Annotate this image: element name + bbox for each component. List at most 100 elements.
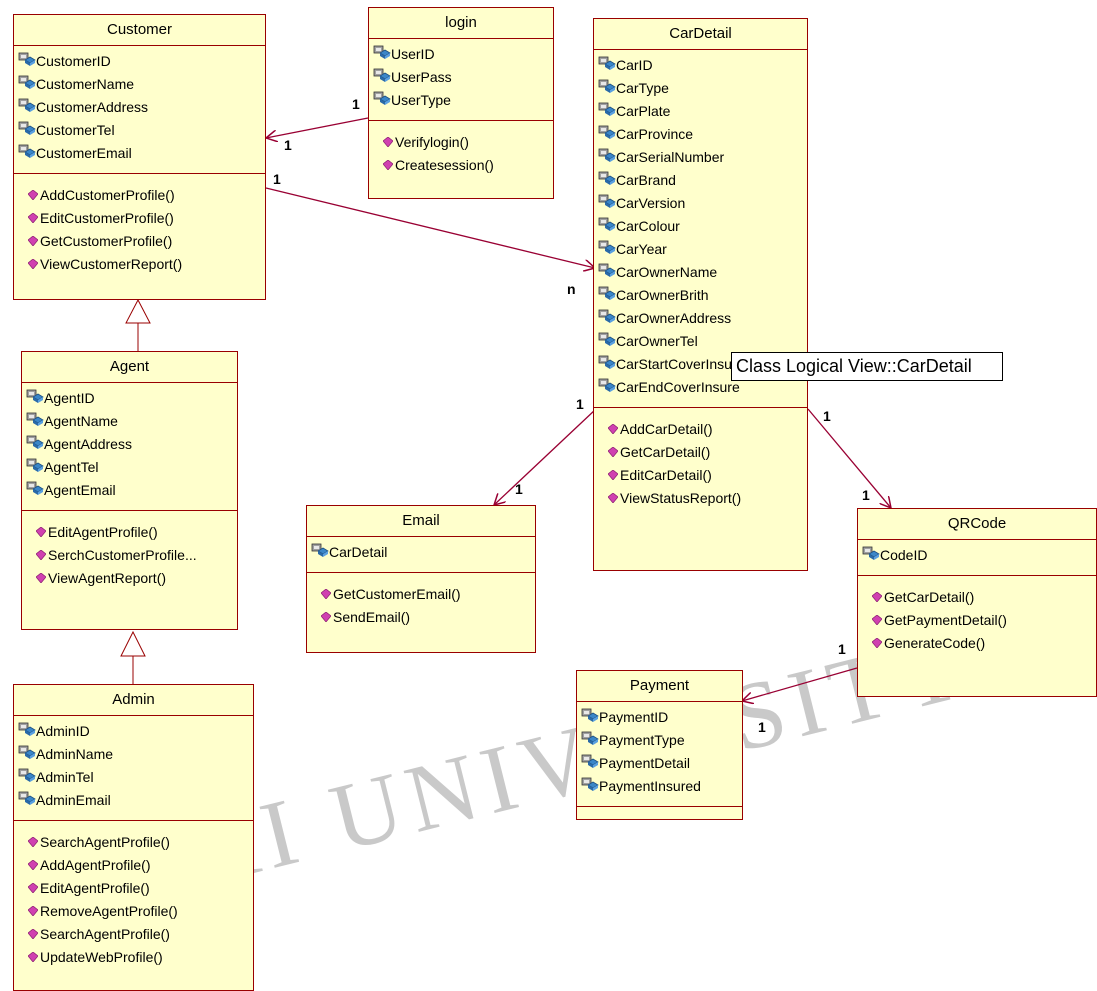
attribute-row[interactable]: CodeID xyxy=(862,544,1096,567)
operation-row[interactable]: Createsession() xyxy=(383,154,553,177)
attribute-row[interactable]: AgentID xyxy=(26,387,237,410)
operation-row[interactable]: UpdateWebProfile() xyxy=(28,946,253,969)
attribute-row[interactable]: CarOwnerName xyxy=(598,261,807,284)
operation-row[interactable]: SearchAgentProfile() xyxy=(28,923,253,946)
operation-row[interactable]: EditCustomerProfile() xyxy=(28,207,265,230)
attribute-row[interactable]: CarPlate xyxy=(598,100,807,123)
operation-row[interactable]: ViewAgentReport() xyxy=(36,567,237,590)
attribute-row[interactable]: CarOwnerBrith xyxy=(598,284,807,307)
association-customer-cardetail[interactable] xyxy=(265,187,595,268)
attribute-row[interactable]: CarDetail xyxy=(311,541,535,564)
attribute-row[interactable]: AgentAddress xyxy=(26,433,237,456)
operation-label: ViewCustomerReport() xyxy=(40,256,183,272)
attribute-row[interactable]: UserID xyxy=(373,43,553,66)
operation-row[interactable]: EditCarDetail() xyxy=(608,464,807,487)
attribute-row[interactable]: PaymentDetail xyxy=(581,752,742,775)
class-name: QRCode xyxy=(858,509,1096,540)
attribute-label: CarOwnerName xyxy=(616,264,718,280)
operation-row[interactable]: RemoveAgentProfile() xyxy=(28,900,253,923)
operation-label: GetPaymentDetail() xyxy=(884,612,1007,628)
attribute-row[interactable]: CarSerialNumber xyxy=(598,146,807,169)
operation-row[interactable]: AddCarDetail() xyxy=(608,418,807,441)
operation-row[interactable]: GetCarDetail() xyxy=(608,441,807,464)
operation-row[interactable]: ViewStatusReport() xyxy=(608,487,807,510)
attribute-icon xyxy=(598,169,616,192)
attribute-row[interactable]: UserPass xyxy=(373,66,553,89)
operation-row[interactable]: GetCarDetail() xyxy=(872,586,1096,609)
attribute-icon xyxy=(26,479,44,502)
class-name: Email xyxy=(307,506,535,537)
attribute-row[interactable]: AdminEmail xyxy=(18,789,253,812)
attribute-row[interactable]: AdminName xyxy=(18,743,253,766)
attribute-row[interactable]: CustomerAddress xyxy=(18,96,265,119)
attribute-row[interactable]: PaymentID xyxy=(581,706,742,729)
operation-icon xyxy=(28,831,40,854)
operation-row[interactable]: EditAgentProfile() xyxy=(36,521,237,544)
operation-row[interactable]: ViewCustomerReport() xyxy=(28,253,265,276)
attribute-row[interactable]: AgentName xyxy=(26,410,237,433)
attribute-label: CarColour xyxy=(616,218,680,234)
attribute-row[interactable]: AdminTel xyxy=(18,766,253,789)
attribute-row[interactable]: UserType xyxy=(373,89,553,112)
attribute-row[interactable]: CarID xyxy=(598,54,807,77)
operation-row[interactable]: GetPaymentDetail() xyxy=(872,609,1096,632)
operation-row[interactable]: GetCustomerProfile() xyxy=(28,230,265,253)
attribute-row[interactable]: CarOwnerAddress xyxy=(598,307,807,330)
operation-compartment: SearchAgentProfile()AddAgentProfile()Edi… xyxy=(14,821,253,977)
association-login-customer[interactable] xyxy=(266,117,369,138)
operation-row[interactable]: Verifylogin() xyxy=(383,131,553,154)
attribute-row[interactable]: CarEndCoverInsure xyxy=(598,376,807,399)
attribute-row[interactable]: CarType xyxy=(598,77,807,100)
operation-row[interactable]: AddAgentProfile() xyxy=(28,854,253,877)
attribute-row[interactable]: CustomerEmail xyxy=(18,142,265,165)
multiplicity-label: 1 xyxy=(862,487,870,503)
attribute-row[interactable]: CarProvince xyxy=(598,123,807,146)
attribute-row[interactable]: AgentTel xyxy=(26,456,237,479)
operation-row[interactable]: AddCustomerProfile() xyxy=(28,184,265,207)
attribute-row[interactable]: CarStartCoverInsure xyxy=(598,353,807,376)
attribute-label: CarID xyxy=(616,57,653,73)
operation-row[interactable]: GenerateCode() xyxy=(872,632,1096,655)
attribute-row[interactable]: CarBrand xyxy=(598,169,807,192)
operation-label: AddCustomerProfile() xyxy=(40,187,175,203)
attribute-label: CarProvince xyxy=(616,126,694,142)
attribute-icon xyxy=(598,238,616,261)
association-cardetail-qrcode[interactable] xyxy=(807,408,891,508)
attribute-row[interactable]: AdminID xyxy=(18,720,253,743)
operation-row[interactable]: SearchAgentProfile() xyxy=(28,831,253,854)
attribute-row[interactable]: AgentEmail xyxy=(26,479,237,502)
operation-icon xyxy=(28,900,40,923)
association-cardetail-email[interactable] xyxy=(494,408,597,505)
operation-row[interactable]: SendEmail() xyxy=(321,606,535,629)
attribute-row[interactable]: CarOwnerTel xyxy=(598,330,807,353)
operation-label: SendEmail() xyxy=(333,609,411,625)
attribute-row[interactable]: CustomerID xyxy=(18,50,265,73)
attribute-icon xyxy=(598,123,616,146)
attribute-row[interactable]: CustomerTel xyxy=(18,119,265,142)
attribute-icon xyxy=(598,284,616,307)
attribute-row[interactable]: CarColour xyxy=(598,215,807,238)
attribute-label: CarStartCoverInsure xyxy=(616,356,745,372)
multiplicity-label: 1 xyxy=(758,719,766,735)
operation-label: GetCustomerEmail() xyxy=(333,586,461,602)
operation-row[interactable]: EditAgentProfile() xyxy=(28,877,253,900)
attribute-row[interactable]: CustomerName xyxy=(18,73,265,96)
generalization-admin-agent-arrowhead xyxy=(120,630,146,657)
operation-row[interactable]: SerchCustomerProfile... xyxy=(36,544,237,567)
attribute-row[interactable]: CarVersion xyxy=(598,192,807,215)
attribute-row[interactable]: PaymentInsured xyxy=(581,775,742,798)
attribute-row[interactable]: CarYear xyxy=(598,238,807,261)
attribute-label: AgentAddress xyxy=(44,436,132,452)
attribute-label: PaymentDetail xyxy=(599,755,691,771)
association-qrcode-payment[interactable] xyxy=(742,667,858,701)
operation-row[interactable]: GetCustomerEmail() xyxy=(321,583,535,606)
attribute-row[interactable]: PaymentType xyxy=(581,729,742,752)
